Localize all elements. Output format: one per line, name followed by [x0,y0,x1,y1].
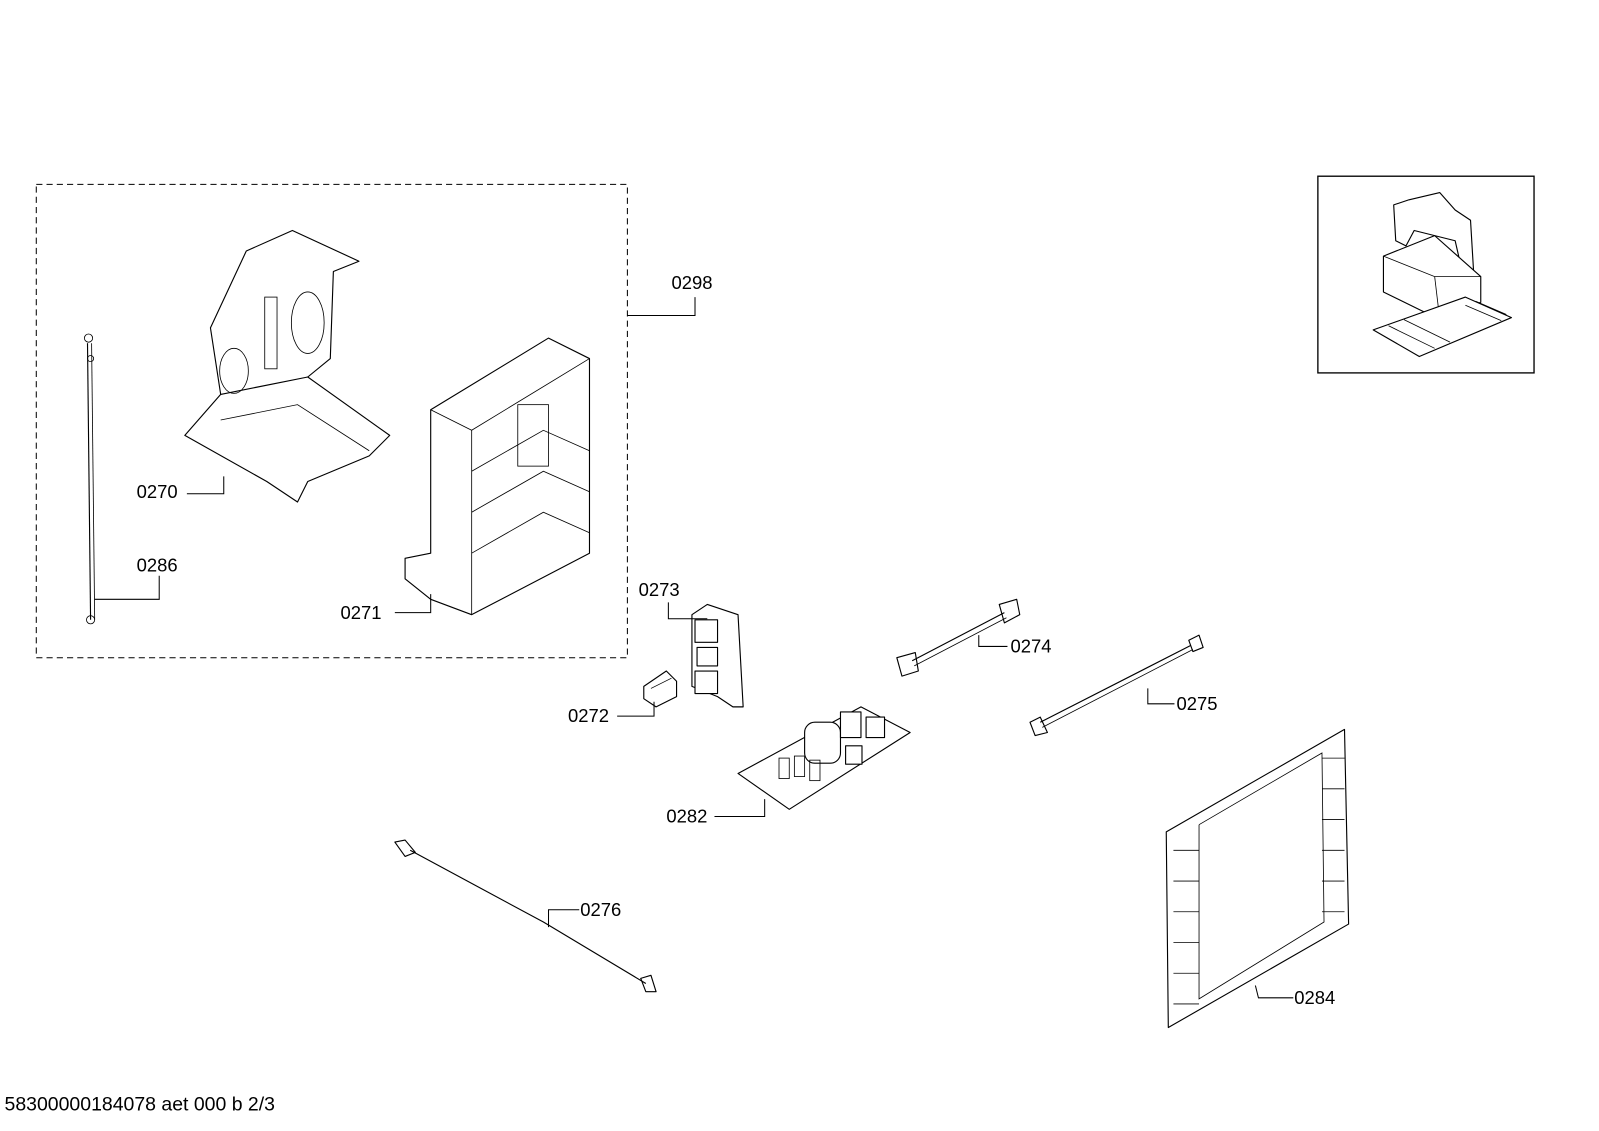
part-0282-pcb [737,706,911,810]
leader-lines [94,297,1294,999]
label-0272: 0272 [568,705,609,726]
part-0274-cable [896,598,1021,677]
label-0284: 0284 [1294,987,1335,1008]
part-0286-rod [84,333,96,625]
part-0271-frame [404,337,591,616]
part-0272-clip [643,670,678,708]
label-0274: 0274 [1011,636,1052,657]
part-0284-grille [1165,728,1350,1029]
part-0270-bracket [184,229,391,503]
label-0286: 0286 [137,555,178,576]
label-0273: 0273 [639,579,680,600]
label-0270: 0270 [137,481,178,502]
part-0273-relay-board [691,603,744,708]
part-0276-wire [394,839,657,993]
label-0298: 0298 [671,272,712,293]
label-0276: 0276 [580,899,621,920]
label-0271: 0271 [341,602,382,623]
label-0275: 0275 [1177,693,1218,714]
assembly-overview-thumbnail [1317,175,1535,374]
part-0275-cable [1029,634,1204,737]
label-0282: 0282 [666,806,707,827]
drawing-footer-id: 58300000184078 aet 000 b 2/3 [5,1094,275,1116]
